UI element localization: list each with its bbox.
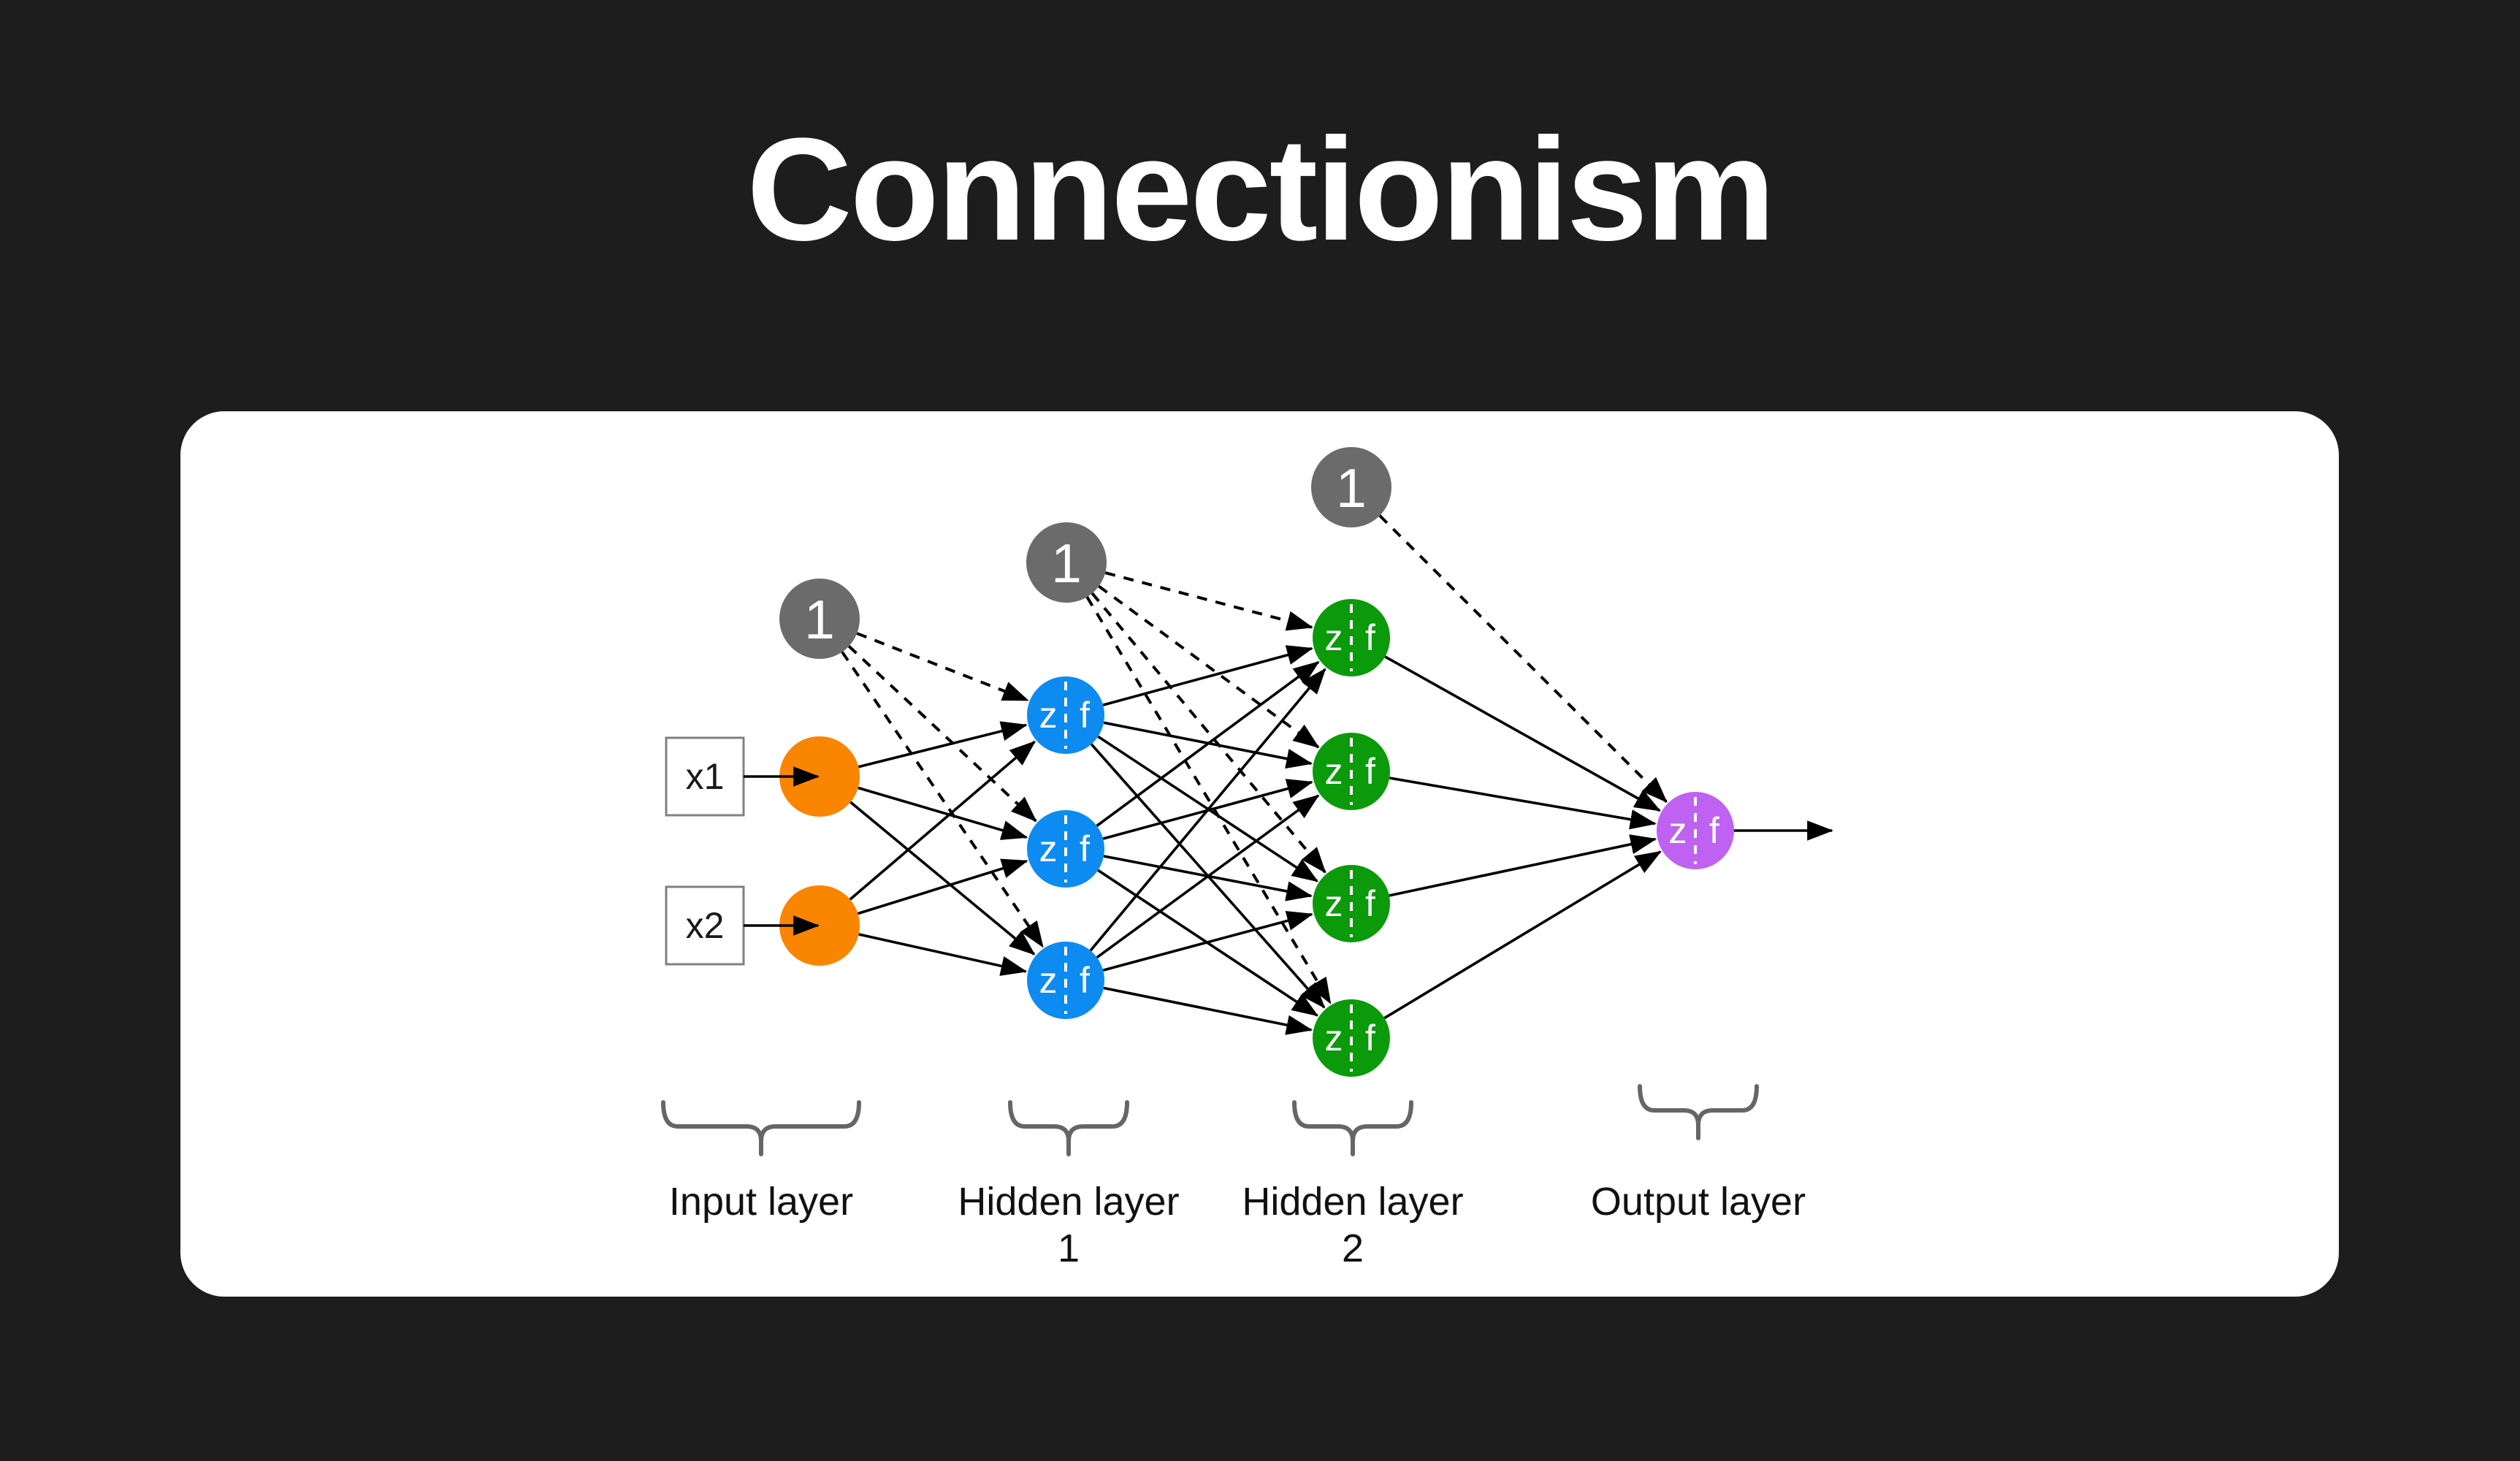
edge-hidden22-output1 (1389, 777, 1657, 830)
edge-hidden13-hidden24 (1103, 986, 1313, 1035)
neuron-z-label: z (1039, 960, 1058, 1001)
bias-node-label: 1 (804, 589, 835, 650)
layer-label-output-line1: Output layer (1591, 1180, 1806, 1224)
neuron-z-label: z (1325, 751, 1343, 792)
neuron-f-label: f (1080, 828, 1090, 869)
edge-hidden23-output1 (1389, 834, 1657, 897)
output-layer-brace (1638, 1084, 1759, 1140)
bias-edge-hidden11 (856, 632, 1029, 702)
input-box-label: x1 (686, 756, 725, 797)
input-box-x2 (665, 885, 745, 966)
bias-node-1 (779, 579, 860, 659)
bias-edge-hidden21 (1104, 571, 1313, 631)
edge-hidden13-hidden23 (1102, 911, 1313, 972)
edge-hidden24-output1 (1383, 850, 1662, 1020)
edge-input2-hidden13 (858, 933, 1028, 976)
bias-edge-hidden24 (1085, 596, 1332, 1004)
bias-edge-hidden22 (1098, 584, 1320, 749)
edge-input1-hidden13 (849, 801, 1036, 955)
neuron-z-label: z (1039, 695, 1058, 736)
layer-label-hidden2-line1: Hidden layer (1242, 1180, 1463, 1224)
edge-input1-hidden11 (858, 721, 1028, 768)
edge-hidden12-hidden21 (1096, 660, 1320, 827)
layer-label-hidden1-line1: Hidden layer (958, 1180, 1179, 1224)
neuron-f-label: f (1080, 960, 1090, 1001)
bias-edge-hidden23 (1091, 592, 1326, 874)
layer-annotations (661, 1084, 1759, 1156)
neuron-z-label: z (1669, 810, 1687, 851)
bias-node-3 (1311, 447, 1391, 527)
layer-label-hidden1-line2: 1 (1058, 1227, 1080, 1270)
edge-input2-hidden12 (857, 858, 1028, 915)
neuron-z-label: z (1325, 617, 1343, 658)
edge-input2-hidden11 (849, 741, 1036, 901)
input-layer-brace (661, 1100, 861, 1156)
bias-node-2 (1026, 522, 1107, 603)
bias-node-label: 1 (1051, 533, 1082, 594)
edge-hidden21-output1 (1384, 655, 1661, 812)
top-arrows (744, 766, 1834, 936)
neuron-f-label: f (1365, 617, 1375, 658)
page-title: Connectionism (747, 108, 1776, 271)
neuron-z-label: z (1325, 883, 1343, 924)
neuron-f-label: f (1365, 883, 1375, 924)
input-box-label: x2 (686, 905, 725, 946)
neuron-f-label: f (1365, 751, 1375, 792)
input-box-x1 (665, 736, 745, 817)
bias-edge-hidden13 (841, 651, 1045, 948)
neuron-f-label: f (1080, 695, 1090, 736)
edge-hidden11-hidden21 (1102, 645, 1313, 706)
hidden2-layer-brace (1292, 1100, 1413, 1156)
neuron-f-label: f (1365, 1018, 1375, 1058)
hidden1-layer-brace (1008, 1100, 1129, 1156)
neuron-f-label: f (1709, 810, 1719, 851)
bias-edge-hidden12 (847, 645, 1037, 823)
edge-hidden13-hidden22 (1096, 794, 1320, 959)
edge-input1-hidden12 (858, 786, 1028, 840)
bias-node-label: 1 (1336, 457, 1367, 519)
neuron-z-label: z (1325, 1018, 1343, 1058)
layer-label-hidden2-line2: 2 (1342, 1227, 1364, 1270)
bias-edge-output1 (1378, 514, 1668, 803)
edge-hidden13-hidden21 (1089, 668, 1326, 952)
layer-label-input-line1: Input layer (669, 1180, 853, 1224)
edges (841, 514, 1668, 1035)
neuron-z-label: z (1039, 828, 1058, 869)
